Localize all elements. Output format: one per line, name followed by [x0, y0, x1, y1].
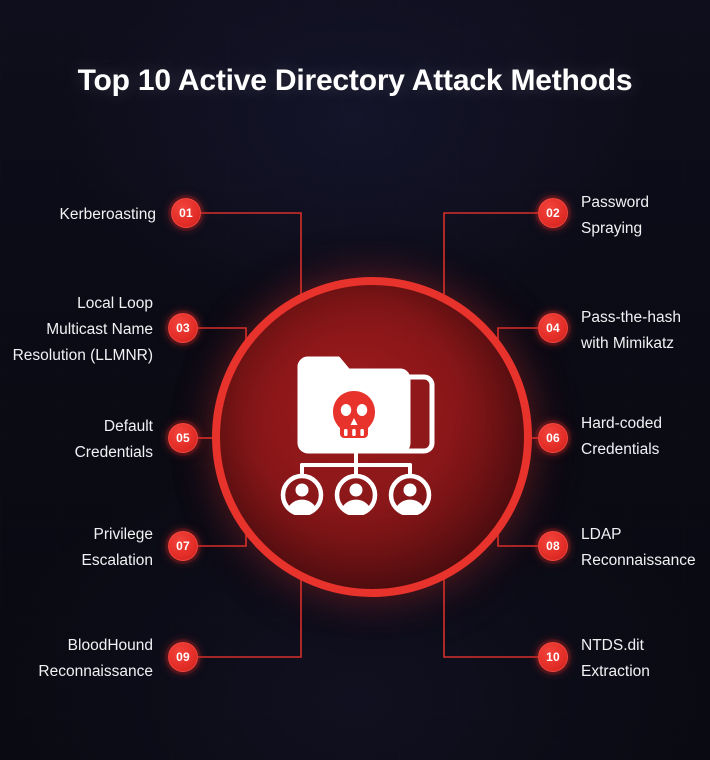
folder-with-skull-and-users-icon: [280, 356, 435, 515]
label-02-password-spraying: Password Spraying: [581, 194, 650, 237]
badge-09[interactable]: 09: [168, 642, 198, 672]
badge-06[interactable]: 06: [538, 423, 568, 453]
label-10-ntds-dit-extraction: NTDS.dit Extraction: [581, 637, 650, 680]
badge-02[interactable]: 02: [538, 198, 568, 228]
badge-08[interactable]: 08: [538, 531, 568, 561]
label-05-default-credentials: Default Credentials: [74, 418, 153, 461]
label-01-kerberoasting: Kerberoasting: [59, 206, 156, 223]
badge-05[interactable]: 05: [168, 423, 198, 453]
badge-01[interactable]: 01: [171, 198, 201, 228]
badge-03[interactable]: 03: [168, 313, 198, 343]
label-06-hard-coded-credentials: Hard-coded Credentials: [581, 415, 662, 458]
label-08-ldap-reconnaissance: LDAP Reconnaissance: [581, 526, 696, 569]
badge-10[interactable]: 10: [538, 642, 568, 672]
badge-07[interactable]: 07: [168, 531, 198, 561]
label-09-bloodhound-reconnaissance: BloodHound Reconnaissance: [38, 637, 153, 680]
badge-04[interactable]: 04: [538, 313, 568, 343]
page-title: Top 10 Active Directory Attack Methods: [77, 64, 633, 97]
label-07-privilege-escalation: Privilege Escalation: [81, 526, 153, 569]
label-04-pass-the-hash-mimikatz: Pass-the-hash with Mimikatz: [581, 309, 681, 352]
label-03-llmnr: Local Loop Multicast Name Resolution (LL…: [12, 295, 153, 364]
